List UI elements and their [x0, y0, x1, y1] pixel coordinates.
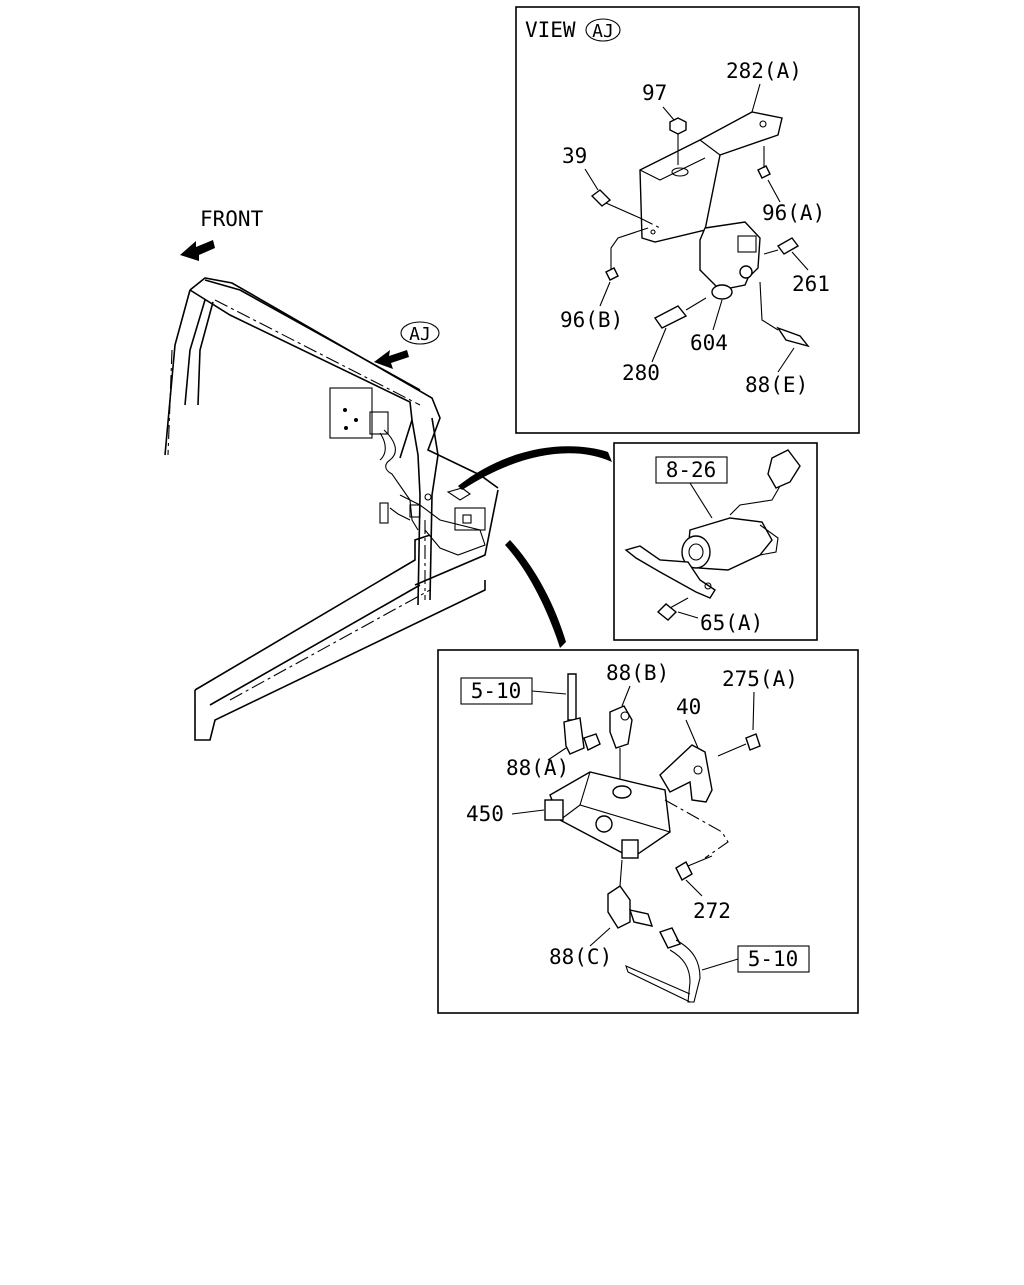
view-direction-arrow-icon — [374, 350, 409, 369]
label-261: 261 — [792, 272, 830, 296]
leader-curve-upper — [458, 446, 612, 490]
detail-lower-panel: 5-10 5-10 — [437, 649, 859, 1014]
label-280: 280 — [622, 361, 660, 385]
label-88b: 88(B) — [606, 661, 669, 685]
label-88c: 88(C) — [549, 945, 612, 969]
label-97: 97 — [642, 81, 667, 105]
label-604: 604 — [690, 331, 728, 355]
view-aj-title-ref: AJ — [592, 21, 614, 42]
main-frame-view: FRONT — [164, 207, 612, 741]
leader-curve-lower — [505, 540, 566, 648]
view-aj-panel: VIEW AJ 282(A) — [515, 6, 860, 434]
ref-box-510-bottom-label: 5-10 — [748, 947, 799, 971]
label-96b: 96(B) — [560, 308, 623, 332]
label-282a: 282(A) — [726, 59, 802, 83]
ref-box-826-label: 8-26 — [666, 458, 717, 482]
ref-box-826 — [655, 456, 728, 484]
view-callout-label: AJ — [409, 324, 431, 345]
front-arrow-icon — [180, 240, 215, 261]
view-aj-title-oval — [585, 18, 621, 42]
label-272: 272 — [693, 899, 731, 923]
label-88e: 88(E) — [745, 373, 808, 397]
label-40: 40 — [676, 695, 701, 719]
label-65a: 65(A) — [700, 611, 763, 635]
detail-826-panel: 8-26 65(A) — [613, 442, 818, 641]
label-88a: 88(A) — [506, 756, 569, 780]
view-aj-title: VIEW — [525, 18, 576, 42]
label-96a: 96(A) — [762, 201, 825, 225]
label-275a: 275(A) — [722, 667, 798, 691]
front-label: FRONT — [200, 207, 264, 231]
label-450: 450 — [466, 802, 504, 826]
ref-box-510-top-label: 5-10 — [471, 679, 522, 703]
label-39: 39 — [562, 144, 587, 168]
view-callout-oval — [400, 321, 440, 345]
